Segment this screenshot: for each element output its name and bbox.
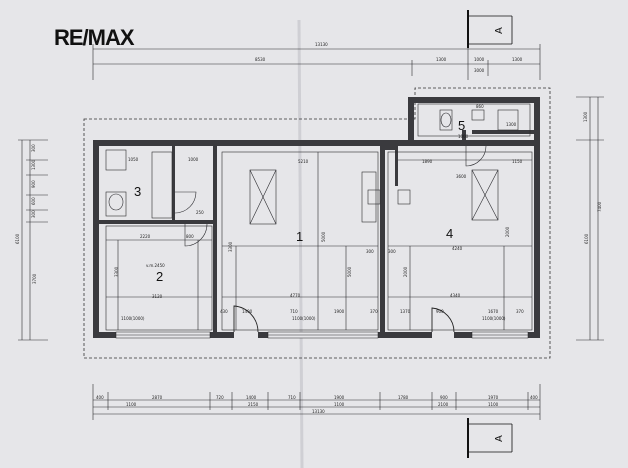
dim-k2: 1300 <box>506 122 517 127</box>
dim-bot2-2: 2150 <box>248 402 259 407</box>
dim-top-4: 1300 <box>512 57 523 62</box>
dim-top-overall: 13130 <box>315 42 328 47</box>
dim-top-sub: 3000 <box>474 68 485 73</box>
dim-r2-h: 3300 <box>114 266 119 277</box>
dim-r2-b: 3120 <box>152 294 163 299</box>
dim-d4: 300 <box>366 249 374 254</box>
room-4-label: 4 <box>446 226 453 241</box>
dim-left-4: 600 <box>31 197 36 205</box>
dim-left-2: 1300 <box>31 159 36 170</box>
section-label-top: A <box>494 27 505 34</box>
dim-r4-h2: 2000 <box>505 226 510 237</box>
paper-fold <box>297 19 304 468</box>
dim-r1-h2: 3300 <box>228 241 233 252</box>
doors <box>174 145 487 338</box>
dim-bot2-3: 1100 <box>334 402 345 407</box>
bottom-dimensions: 400 2870 720 1400 710 1900 1780 900 1970… <box>92 384 541 420</box>
right-dimensions: 1300 6100 7400 <box>576 96 604 341</box>
room-labels: 1 2 v.m.2450 3 4 5 <box>134 118 465 284</box>
dim-bot2-5: 1100 <box>488 402 499 407</box>
dim-win-3: 1100(1000) <box>482 316 506 321</box>
interior-lines <box>105 103 533 331</box>
remax-logo: RE/MAX <box>54 25 135 50</box>
dim-b4: 1900 <box>334 309 345 314</box>
dim-bot2-1: 1100 <box>126 402 137 407</box>
dim-r4-top-a: 1890 <box>422 159 433 164</box>
dim-b5: 370 <box>370 309 378 314</box>
dim-b2: 1490 <box>242 309 253 314</box>
dim-r1-top: 5210 <box>298 159 309 164</box>
dim-top-3: 1000 <box>474 57 485 62</box>
dim-r4-w: 4240 <box>452 246 463 251</box>
dim-r2-w: 2220 <box>140 234 151 239</box>
section-label-bottom: A <box>494 435 505 442</box>
dim-r4-mid: 3600 <box>456 174 467 179</box>
dim-top-1: 8530 <box>255 57 266 62</box>
room-3-label: 3 <box>134 184 141 199</box>
walls <box>93 97 540 338</box>
dim-left-outer: 6100 <box>15 233 20 244</box>
dim-b1: 430 <box>220 309 228 314</box>
dim-bot-10: 400 <box>530 395 538 400</box>
dim-d1: 800 <box>186 234 194 239</box>
dim-b3: 710 <box>290 309 298 314</box>
dim-right-1: 1300 <box>583 111 588 122</box>
top-dimensions: 13130 8530 1300 1000 1300 3000 <box>92 40 541 80</box>
dim-r4-top-b: 1150 <box>512 159 523 164</box>
dim-bot-6: 1900 <box>334 395 345 400</box>
dim-bot-7: 1780 <box>398 395 409 400</box>
dim-left-3: 900 <box>31 180 36 188</box>
room-2-area: v.m.2450 <box>146 263 165 268</box>
dim-right-2: 7400 <box>597 201 602 212</box>
room-5-label: 5 <box>458 118 465 133</box>
section-marker-top: A <box>467 10 513 48</box>
dim-d5: 5000 <box>347 266 352 277</box>
dim-bot-4: 1400 <box>246 395 257 400</box>
dim-r4-bottom: 4340 <box>450 293 461 298</box>
dim-bot-overall: 13130 <box>312 409 325 414</box>
dim-r1-bottom: 4770 <box>290 293 301 298</box>
dim-r3-w: 1050 <box>128 157 139 162</box>
dim-r4-h: 2000 <box>403 266 408 277</box>
dim-right-outer: 6100 <box>584 233 589 244</box>
room-2-label: 2 <box>156 269 163 284</box>
dim-r1-h: 5000 <box>321 231 326 242</box>
dim-r3-w2: 1000 <box>188 157 199 162</box>
dim-left-1: 300 <box>31 144 36 152</box>
dim-bot-1: 400 <box>96 395 104 400</box>
dim-win-2: 1100(1000) <box>292 316 316 321</box>
interior-dimensions: 1050 1000 5210 1890 1150 3600 4240 4770 … <box>114 104 524 321</box>
dim-b9: 370 <box>516 309 524 314</box>
dim-win-1: 1100(1000) <box>121 316 145 321</box>
dim-bot-9: 1970 <box>488 395 499 400</box>
dim-b7: 900 <box>436 309 444 314</box>
dim-b8: 1670 <box>488 309 499 314</box>
dim-b6: 1370 <box>400 309 411 314</box>
dim-d6: 300 <box>388 249 396 254</box>
section-marker-bottom: A <box>467 418 513 458</box>
dim-left-5: 300 <box>31 210 36 218</box>
dim-bot-5: 710 <box>288 395 296 400</box>
dim-left-6: 3700 <box>32 273 37 284</box>
dim-top-2: 1300 <box>436 57 447 62</box>
dim-bot-8: 900 <box>440 395 448 400</box>
building-outline <box>83 87 551 359</box>
dim-d8: 250 <box>196 210 204 215</box>
dim-k3: 1000 <box>458 134 469 139</box>
windows <box>115 331 529 339</box>
dim-bot2-4: 2100 <box>438 402 449 407</box>
dim-k1: 860 <box>476 104 484 109</box>
dim-bot-3: 720 <box>216 395 224 400</box>
room-1-label: 1 <box>296 229 303 244</box>
left-dimensions: 6100 300 1300 900 600 300 3700 <box>15 139 48 341</box>
dim-bot-2: 2870 <box>152 395 163 400</box>
